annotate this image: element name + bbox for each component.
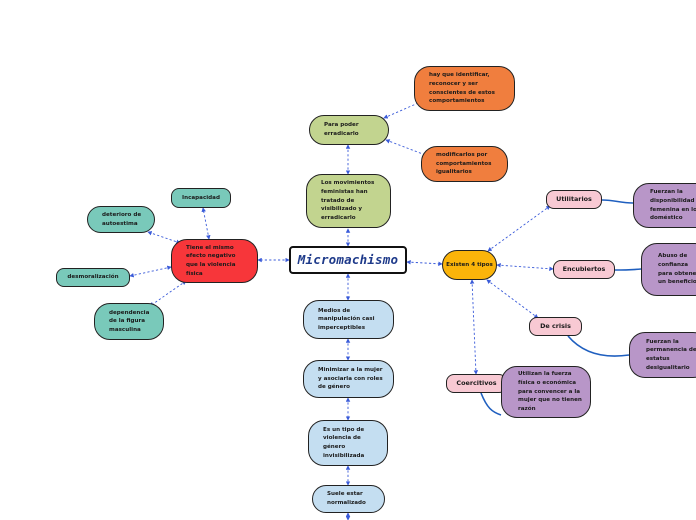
edge-tipos-utilitarios: [487, 205, 551, 252]
node-dependencia[interactable]: dependencia de la figura masculina: [94, 303, 164, 340]
node-deterioro-autoestima[interactable]: deterioro de autoestima: [87, 206, 155, 233]
node-encubiertos[interactable]: Encubiertos: [553, 260, 615, 279]
node-existen-4-tipos[interactable]: Existen 4 tipos: [442, 250, 497, 280]
node-crisis-desc[interactable]: Fuerzan la permanencia del estatus desig…: [629, 332, 696, 378]
node-normalizado[interactable]: Suele estar normalizado: [312, 485, 385, 513]
node-medios-manipulacion[interactable]: Medios de manipulación casi imperceptibl…: [303, 300, 394, 339]
node-utilitarios-desc[interactable]: Fuerzan la disponibilidad femenina en lo…: [633, 183, 696, 228]
node-violencia-invisibilizada[interactable]: Es un tipo de violencia de género invisi…: [308, 420, 388, 466]
edge-encubiertos-desc: [614, 268, 642, 271]
node-identificar-reconocer[interactable]: hay que identificar, reconocer y ser con…: [414, 66, 515, 111]
central-topic[interactable]: Micromachismo: [289, 246, 407, 274]
node-incapacidad[interactable]: Incapacidad: [171, 188, 231, 208]
node-coercitivos-desc[interactable]: Utilizan la fuerza física o económica pa…: [501, 366, 591, 418]
node-modificarlos[interactable]: modificarlos por comportamientos igualit…: [421, 146, 508, 182]
node-de-crisis[interactable]: De crisis: [529, 317, 582, 336]
edge-crisis-desc: [567, 335, 630, 357]
edge-tipos-crisis: [486, 279, 539, 319]
node-encubiertos-desc[interactable]: Abuso de confianza para obtener un benef…: [641, 243, 696, 296]
edge-efecto-dependencia: [149, 280, 187, 307]
node-coercitivos[interactable]: Coercitivos: [446, 374, 507, 393]
edge-efecto-deterioro: [147, 231, 181, 244]
edge-efecto-desmoralizacion: [129, 265, 172, 278]
node-movimientos-feministas[interactable]: Los movimientos feministas han tratado d…: [306, 174, 391, 228]
node-desmoralizacion[interactable]: desmoralización: [56, 268, 130, 287]
node-para-poder-erradicarlo[interactable]: Para poder erradicarlo: [309, 115, 389, 145]
edge-tipos-coercitivos: [469, 279, 479, 375]
node-utilitarios[interactable]: Utilitarios: [546, 190, 602, 209]
edge-utilitarios-desc: [601, 199, 634, 204]
edge-tipos-encubiertos: [496, 263, 554, 271]
edge-coercitivos-desc: [480, 392, 502, 416]
node-minimizar-mujer[interactable]: Minimizar a la mujer y asociarla con rol…: [303, 360, 394, 398]
edge-efecto-incapacidad: [201, 207, 211, 240]
edge-center-tipos: [406, 259, 443, 267]
node-efecto-negativo[interactable]: Tiene el mismo efecto negativo que la vi…: [171, 239, 258, 283]
edge-para-poder-modificarlos: [385, 139, 429, 157]
